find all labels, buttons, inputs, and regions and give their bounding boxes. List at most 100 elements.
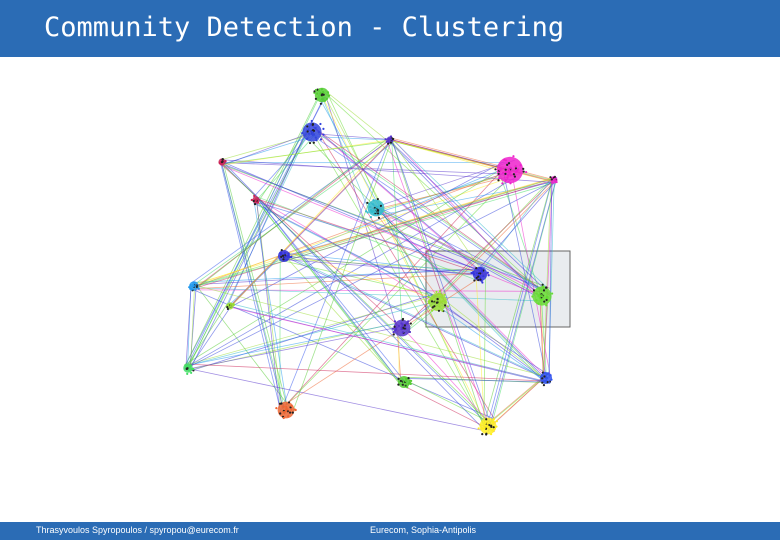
node — [430, 300, 434, 303]
node — [539, 294, 542, 297]
node — [226, 304, 229, 307]
node — [477, 278, 480, 282]
node — [195, 285, 198, 289]
edge — [483, 273, 486, 423]
edge — [190, 300, 441, 366]
node — [480, 427, 483, 430]
node — [430, 297, 434, 301]
edge — [387, 139, 536, 292]
node — [477, 275, 480, 278]
footer-institution: Eurecom, Sophia-Antipolis — [370, 525, 477, 535]
edge — [286, 178, 509, 405]
node — [543, 379, 547, 383]
node — [475, 272, 479, 275]
node — [504, 172, 507, 175]
node — [392, 333, 395, 336]
node — [280, 249, 283, 252]
node — [509, 170, 512, 173]
node — [306, 125, 309, 128]
node — [485, 418, 488, 421]
node — [516, 168, 520, 171]
node — [376, 209, 380, 212]
cluster — [549, 175, 558, 184]
edge — [188, 323, 396, 366]
node — [553, 178, 556, 181]
node — [377, 216, 381, 219]
node — [485, 425, 488, 428]
node — [499, 167, 503, 170]
node — [369, 215, 372, 219]
node — [387, 142, 390, 145]
node — [437, 293, 440, 296]
node — [494, 168, 497, 171]
node — [539, 298, 543, 301]
edge — [316, 138, 539, 289]
edge — [194, 177, 555, 285]
node — [525, 171, 528, 174]
node — [549, 374, 552, 377]
edge — [191, 326, 400, 369]
node — [188, 366, 191, 370]
node — [192, 367, 195, 371]
edge — [542, 177, 552, 378]
node — [187, 365, 190, 368]
edge — [195, 284, 291, 409]
node — [410, 379, 413, 383]
node — [282, 410, 286, 414]
node — [488, 424, 491, 427]
edge — [226, 128, 308, 307]
node — [546, 381, 549, 384]
node — [428, 299, 431, 302]
node — [431, 306, 434, 309]
node — [325, 97, 328, 101]
node — [368, 205, 371, 208]
node — [522, 170, 525, 173]
node — [506, 176, 509, 179]
edge — [219, 160, 477, 270]
node — [491, 429, 494, 432]
node — [229, 302, 232, 305]
edge — [258, 202, 401, 385]
node — [311, 129, 315, 132]
node — [491, 420, 495, 424]
node — [441, 309, 444, 312]
edge — [317, 133, 542, 291]
node — [319, 92, 322, 95]
node — [513, 175, 516, 178]
node — [507, 162, 511, 165]
node — [310, 119, 313, 123]
node — [372, 199, 375, 202]
node — [401, 317, 405, 321]
node — [397, 377, 400, 380]
node — [401, 383, 404, 386]
edge — [371, 207, 540, 293]
edge — [327, 94, 485, 427]
node — [283, 251, 286, 255]
node — [540, 294, 544, 298]
node — [497, 172, 500, 175]
node — [493, 428, 496, 431]
edge — [389, 137, 556, 181]
node — [438, 305, 441, 308]
edge — [390, 136, 535, 294]
footer-author: Thrasyvoulos Spyropoulos / spyropou@eure… — [36, 525, 239, 535]
node — [282, 405, 285, 408]
node — [379, 204, 383, 207]
network-graph-svg — [183, 87, 571, 436]
node — [482, 275, 485, 278]
node — [293, 408, 296, 411]
node — [541, 371, 545, 374]
node — [478, 273, 481, 276]
node — [379, 212, 382, 216]
node — [475, 276, 478, 280]
node — [407, 320, 410, 323]
edge — [184, 367, 482, 431]
node — [504, 159, 508, 162]
edge — [220, 163, 282, 415]
edge — [223, 141, 388, 165]
node — [540, 289, 543, 292]
edge — [231, 137, 391, 307]
node — [275, 406, 278, 410]
node — [427, 295, 430, 299]
node — [548, 381, 551, 384]
